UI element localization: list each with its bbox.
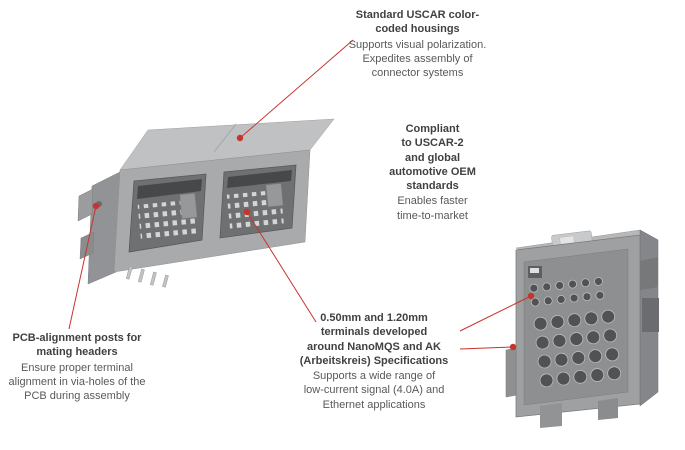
alignment-post-upper	[77, 188, 94, 222]
callout-pcb-alignment-title: PCB-alignment posts for mating headers	[12, 332, 142, 359]
side-lock-block	[636, 257, 658, 291]
bay-2-module	[265, 183, 284, 208]
leader-line-terminals-right-lower	[459, 346, 514, 350]
terminal-holes	[529, 277, 622, 388]
left-connector-bay-2	[219, 164, 297, 239]
callout-pcb-alignment-body: Ensure proper terminal alignment in via-…	[8, 361, 146, 403]
right-connector-leg-right	[598, 398, 618, 420]
leader-line-terminals-left	[246, 211, 317, 323]
leader-line-pcb	[68, 205, 97, 330]
leader-dots	[92, 134, 535, 351]
leader-dot-terminals-right-upper	[527, 292, 535, 300]
bay-1-module	[179, 193, 198, 219]
leader-dot-pcb	[92, 202, 100, 210]
leader-lines	[68, 39, 532, 350]
callout-compliance: Compliant to USCAR-2 and global automoti…	[375, 122, 490, 223]
face-metal-clip	[530, 268, 539, 273]
callout-terminals: 0.50mm and 1.20mm terminals developed ar…	[283, 311, 465, 412]
callout-compliance-title: Compliant to USCAR-2 and global automoti…	[389, 123, 476, 193]
callout-terminals-body: Supports a wide range of low-current sig…	[303, 370, 445, 411]
left-connector-pcb-pins	[125, 265, 169, 288]
leader-dot-housing	[236, 134, 244, 142]
callout-compliance-body: Enables faster time-to-market	[397, 195, 468, 222]
leader-line-terminals-right-upper	[459, 295, 532, 332]
leader-dot-terminals-left	[243, 208, 251, 216]
callout-terminals-title: 0.50mm and 1.20mm terminals developed ar…	[299, 312, 449, 367]
side-lock-window	[642, 298, 659, 332]
left-connector-bay-1	[128, 173, 207, 253]
right-connector-leg-left	[540, 403, 562, 428]
left-connector-illustration	[77, 118, 335, 288]
right-connector-illustration	[505, 229, 659, 428]
leader-line-housing	[239, 39, 354, 139]
leader-dot-terminals-right-lower	[509, 343, 517, 351]
top-face-divider	[213, 123, 237, 153]
callout-housing-body: Supports visual polarization. Expedites …	[348, 38, 487, 80]
callout-housing: Standard USCAR color- coded housings Sup…	[330, 8, 505, 80]
callout-housing-title: Standard USCAR color- coded housings	[355, 9, 480, 36]
right-connector-left-wing	[505, 347, 518, 398]
callout-pcb-alignment: PCB-alignment posts for mating headers E…	[2, 331, 152, 403]
